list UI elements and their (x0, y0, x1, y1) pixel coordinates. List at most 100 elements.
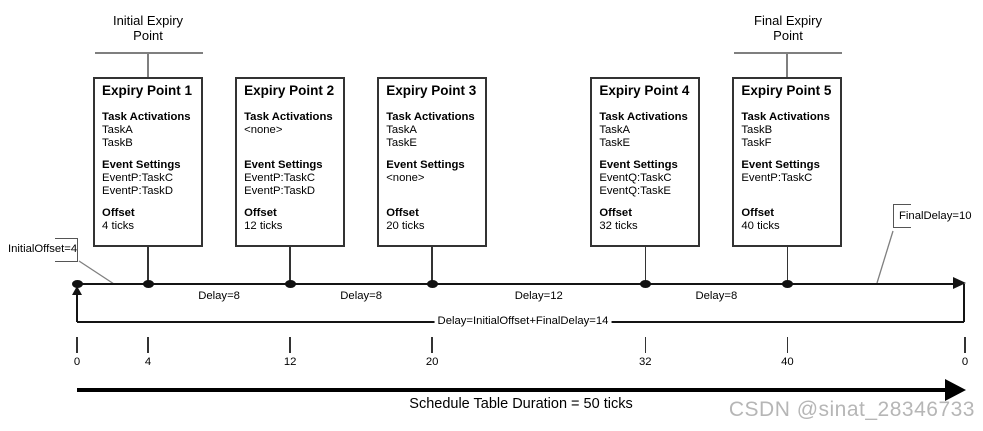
expiry-point-title: Expiry Point 5 (741, 83, 832, 98)
task-activation-item: TaskE (386, 136, 417, 149)
axis-tick-mark (644, 337, 647, 353)
axis-tick-mark (964, 337, 966, 353)
offset-header: Offset (599, 207, 632, 219)
initialoffset-callout-label: InitialOffset=4 (8, 243, 78, 255)
duration-label: Schedule Table Duration = 50 ticks (409, 396, 633, 412)
offset-value: 4 ticks (102, 220, 135, 232)
delay-label: Delay=8 (198, 290, 240, 302)
event-setting-item: EventQ:TaskE (599, 184, 671, 197)
expiry-point-title: Expiry Point 3 (386, 83, 477, 98)
task-activation-item: TaskB (741, 124, 773, 136)
event-settings-list: <none> (386, 172, 483, 185)
expiry-point-dot (781, 280, 793, 288)
wrap-delay-label: Delay=InitialOffset+FinalDelay=14 (434, 315, 612, 327)
expiry-point-title: Expiry Point 1 (102, 83, 193, 98)
offset-value: 20 ticks (386, 220, 425, 232)
event-settings-header: Event Settings (741, 159, 820, 171)
task-activations-list: <none> (244, 124, 341, 137)
initialoffset-callout-bracket (55, 238, 78, 262)
watermark-text: CSDN @sinat_28346733 (728, 398, 975, 421)
expiry-point-dot (426, 280, 438, 288)
event-setting-item: EventQ:TaskC (599, 172, 672, 184)
axis-tick-label: 0 (961, 356, 969, 368)
axis-tick-mark (786, 337, 789, 353)
event-settings-header: Event Settings (102, 159, 181, 171)
finaldelay-callout-label: FinalDelay=10 (899, 210, 972, 222)
offset-header: Offset (386, 207, 419, 219)
wrap-delay-left-stem (76, 293, 78, 322)
duration-arrow-line (77, 388, 947, 392)
wrap-delay-right-stem (963, 284, 965, 322)
event-setting-item: EventP:TaskC (741, 172, 813, 184)
expiry-point-connector (431, 247, 433, 283)
timeline-arrowhead-icon (953, 277, 966, 289)
offset-header: Offset (102, 207, 135, 219)
axis-tick-label: 12 (283, 356, 297, 368)
event-setting-item: EventP:TaskC (244, 172, 316, 184)
axis-tick-label: 32 (639, 356, 652, 368)
expiry-point-dot (639, 280, 651, 288)
task-activations-header: Task Activations (599, 111, 688, 123)
offset-value: 32 ticks (599, 220, 638, 232)
offset-header: Offset (244, 207, 277, 219)
event-setting-item: EventP:TaskC (102, 172, 173, 184)
timeline-line (77, 283, 955, 285)
duration-arrowhead-icon (945, 379, 966, 401)
delay-label: Delay=8 (695, 290, 738, 302)
event-setting-item: EventP:TaskD (102, 184, 173, 197)
task-activations-header: Task Activations (244, 111, 333, 123)
final-expiry-marker-stem (786, 54, 788, 77)
expiry-point-dot (284, 280, 296, 288)
axis-tick-mark (431, 337, 433, 353)
offset-value: 40 ticks (741, 220, 780, 232)
task-activation-item: TaskE (599, 136, 631, 149)
task-activations-header: Task Activations (102, 111, 191, 123)
event-settings-header: Event Settings (599, 159, 678, 171)
axis-tick-mark (76, 337, 78, 353)
event-settings-list: EventP:TaskC (741, 172, 838, 185)
axis-tick-label: 4 (144, 356, 152, 368)
initial-expiry-marker-stem (147, 54, 149, 77)
task-activation-item: TaskA (599, 124, 631, 136)
initialoffset-leader-line (78, 260, 115, 285)
task-activations-header: Task Activations (386, 111, 475, 123)
initial-expiry-marker-line (95, 52, 203, 54)
expiry-point-connector (786, 247, 789, 283)
finaldelay-leader-line (876, 230, 894, 284)
expiry-point-connector (644, 247, 647, 283)
task-activations-header: Task Activations (741, 111, 830, 123)
finaldelay-callout-bracket (893, 204, 911, 228)
task-activation-item: TaskA (386, 124, 417, 136)
event-setting-item: EventP:TaskD (244, 184, 316, 197)
axis-tick-label: 40 (781, 356, 794, 368)
task-activation-item: TaskF (741, 136, 772, 149)
event-setting-item: <none> (386, 172, 425, 184)
final-expiry-marker-line (734, 52, 842, 54)
delay-label: Delay=8 (340, 290, 383, 302)
axis-tick-label: 0 (73, 356, 81, 368)
expiry-point-title: Expiry Point 2 (244, 83, 335, 98)
expiry-point-box-2: Expiry Point 2 Task Activations<none> Even… (235, 77, 346, 247)
axis-tick-mark (289, 337, 291, 353)
wrap-delay-up-arrowhead-icon (72, 286, 82, 295)
event-settings-header: Event Settings (244, 159, 323, 171)
task-activation-item: TaskB (102, 136, 133, 149)
expiry-point-dot (71, 280, 83, 288)
axis-tick-mark (147, 337, 149, 353)
offset-header: Offset (741, 207, 775, 219)
event-settings-header: Event Settings (386, 159, 465, 171)
task-activation-item: TaskA (102, 124, 133, 136)
task-activation-item: <none> (244, 124, 283, 136)
initial-expiry-point-label: Initial Expiry Point (112, 13, 184, 43)
